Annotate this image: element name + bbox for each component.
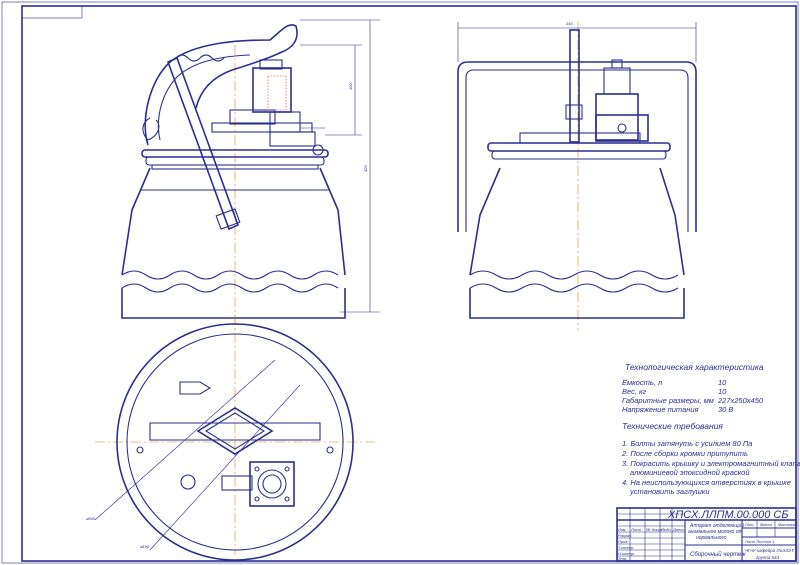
tech-requirements: Технические требования 1. Болты затянуть…	[621, 421, 800, 496]
tech-req-item-3: алюминиевой эпоксидной краской	[630, 468, 750, 477]
front-view: 420 100	[121, 19, 380, 330]
tb-label-doc: № докум.	[646, 527, 664, 532]
tech-req-item-2: 3. Покрасить крышку и электромагнитный к…	[622, 459, 800, 468]
tech-req-item-0: 1. Болты затянуть с усилием 80 Па	[622, 439, 752, 448]
tb-label-tkontr: Т.контр.	[618, 545, 634, 550]
corner-stamp	[21, 5, 83, 19]
tb-org-line-1: ЧГАУ кафедра ЛиЭЗЭТ	[745, 548, 795, 553]
rim-outer	[116, 323, 354, 561]
tb-label-prov: Пров.	[618, 539, 629, 544]
tb-sheet-info: Лист Листов 1	[744, 539, 774, 544]
tb-col-lit: Лит.	[744, 522, 754, 527]
coil-hatch	[267, 75, 287, 111]
dim-diameter-outer: ⌀300	[86, 516, 96, 521]
tb-col-mass: Масса	[760, 522, 773, 527]
tb-designation: ХПСХ.ЛЛПМ.00.000 СБ	[667, 509, 788, 521]
tb-name-line-2: нормального	[696, 535, 727, 541]
tech-req-item-1: 2. После сборки кромки притупить	[621, 449, 748, 458]
rim-inner	[126, 333, 344, 551]
tech-characteristics: Технологическая характеристика Емкость, …	[622, 362, 764, 414]
tech-char-label-1: Вес, кг	[622, 387, 647, 396]
tech-req-item-4: 4. На неиспользующихся отверстиях в крыш…	[622, 478, 791, 487]
tb-label-list: Лист	[630, 527, 642, 532]
drawing-frame	[21, 5, 797, 562]
tb-label-sign: Подп.	[661, 527, 672, 532]
tech-char-value-3: 30 В	[718, 405, 733, 414]
title-block: Изм. Лист № докум. Подп. Дата Разраб. Пр…	[616, 507, 797, 562]
dim-height-handle: 100	[348, 83, 353, 90]
tb-doc-type: Сборочный чертеж	[690, 551, 746, 558]
tb-name-line-0: Аппарат отделяющий	[689, 522, 744, 529]
dim-height-overall: 420	[363, 165, 368, 172]
tb-label-razrab: Разраб.	[618, 533, 632, 538]
side-view: 340	[457, 21, 697, 330]
tb-label-utv: Утв.	[618, 556, 627, 561]
tech-char-label-3: Напряжение питания	[622, 405, 699, 414]
tech-char-value-1: 10	[718, 387, 727, 396]
tb-label-izm: Изм.	[618, 527, 627, 532]
tech-char-label-2: Габаритные размеры, мм	[622, 396, 714, 405]
dim-width-top: 340	[566, 21, 573, 26]
dim-diameter-inner: ⌀190	[140, 544, 150, 549]
tb-col-scale: Масштаб	[778, 522, 797, 527]
tb-name-line-1: аномальное молоко от	[688, 529, 743, 535]
tech-req-title: Технические требования	[622, 421, 723, 431]
top-view: ⌀300 ⌀190	[86, 315, 375, 561]
tb-label-date: Дата	[672, 527, 684, 532]
tech-char-value-0: 10	[718, 378, 727, 387]
tech-char-label-0: Емкость, л	[622, 378, 663, 387]
tech-char-value-2: 227х250х450	[717, 396, 764, 405]
tech-req-item-5: установить заглушки	[629, 487, 710, 496]
tb-label-nkontr: Н.контр.	[618, 551, 635, 556]
tb-org-line-2: группа 544	[756, 555, 780, 560]
tech-char-title: Технологическая характеристика	[625, 362, 764, 372]
